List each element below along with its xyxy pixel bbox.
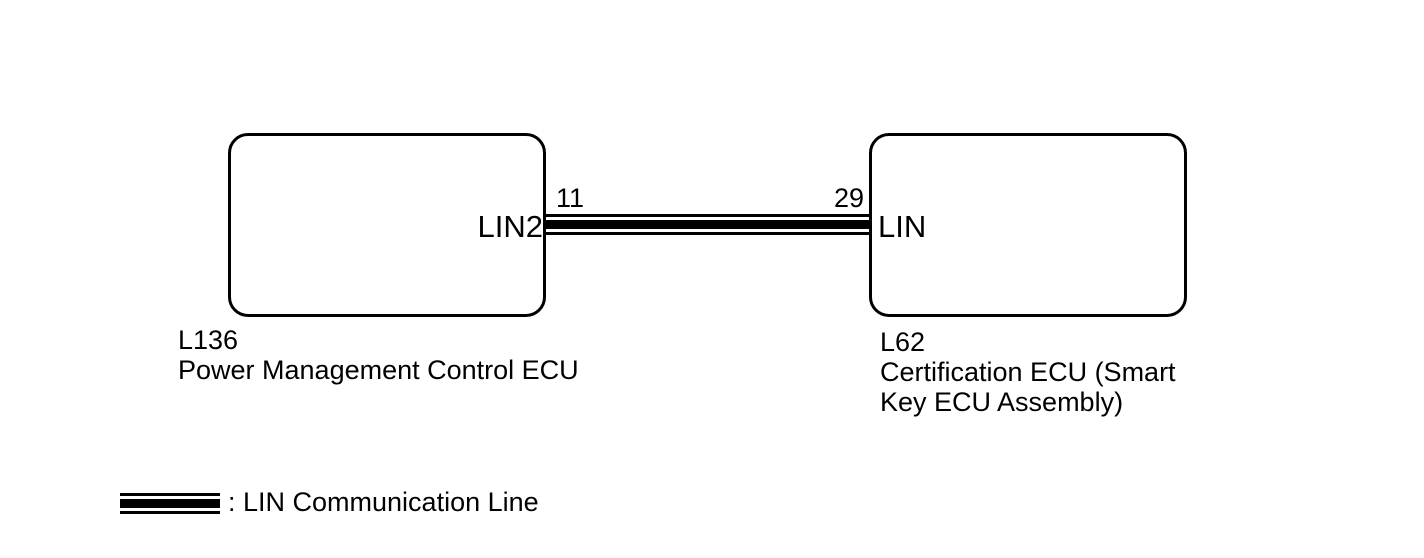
lin-communication-line	[546, 214, 869, 235]
connector-label-lin2: LIN2	[477, 209, 543, 244]
ecu-box-certification	[869, 133, 1187, 317]
pin-number-left: 11	[556, 183, 585, 213]
component-name: Certification ECU (Smart Key ECU Assembl…	[880, 357, 1176, 417]
lin-line-swatch	[120, 493, 220, 514]
component-code: L62	[880, 327, 926, 357]
pin-number-right: 29	[833, 183, 864, 213]
caption-certification: L62 Certification ECU (Smart Key ECU Ass…	[880, 327, 1186, 417]
legend-label: : LIN Communication Line	[228, 487, 539, 517]
component-name: Power Management Control ECU	[178, 355, 579, 385]
connector-label-lin: LIN	[878, 209, 927, 244]
component-code: L136	[178, 325, 239, 355]
caption-power-management: L136 Power Management Control ECU	[178, 325, 618, 385]
ecu-box-power-management	[228, 133, 546, 317]
legend: : LIN Communication Line	[120, 489, 539, 516]
